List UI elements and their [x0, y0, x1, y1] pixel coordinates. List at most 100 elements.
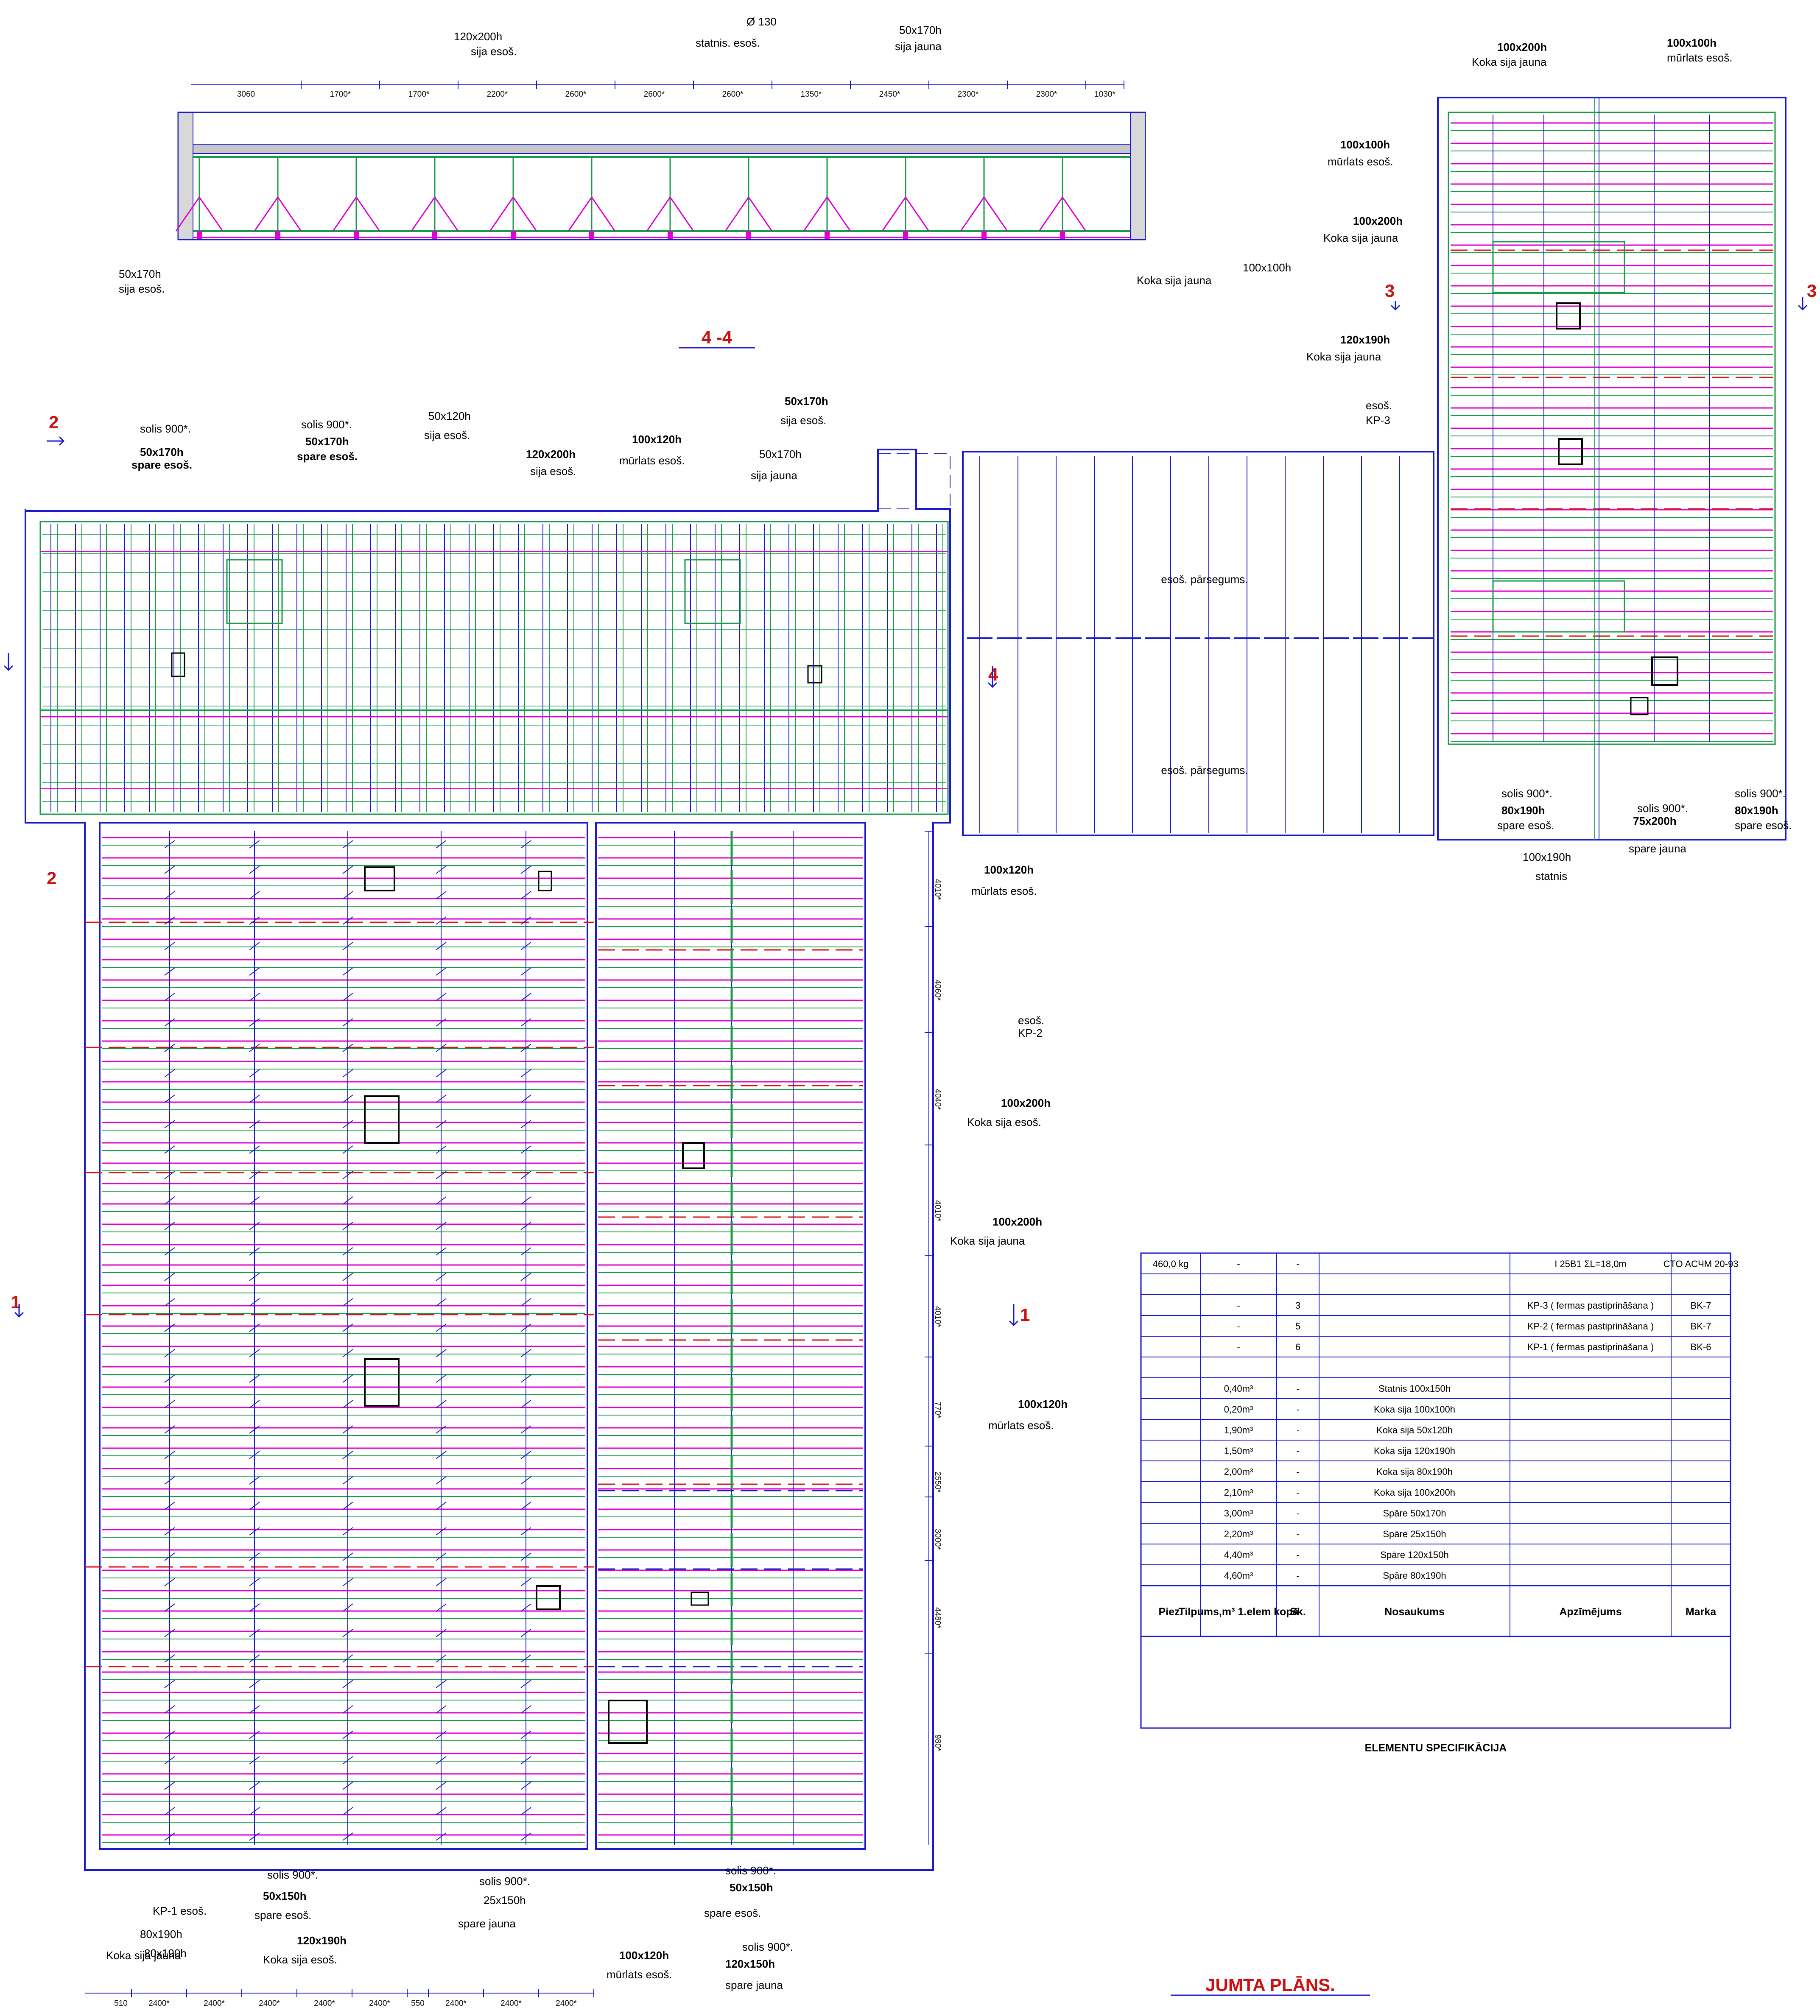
spec-cell: 460,0 kg [1153, 1259, 1188, 1269]
bl-tick [164, 840, 175, 849]
bottom-dim-label: 2400* [500, 1999, 522, 2008]
bt-label-4-text: 50x150h [730, 1881, 773, 1894]
section-marker-3-right: 3 [1807, 281, 1817, 301]
bl-tick [436, 1095, 447, 1103]
bl-tick [164, 1018, 175, 1027]
bl-tick [342, 967, 353, 976]
bt-label-8-sub: Koka sija jauna [106, 1949, 181, 1962]
bl-tick [164, 1298, 175, 1307]
section-title: 4 -4 [702, 327, 732, 347]
spec-cell: KP-3 ( fermas pastiprināšana ) [1527, 1300, 1654, 1311]
section-brace [669, 197, 694, 232]
bl-tick [520, 891, 531, 899]
bl-tick [436, 1120, 447, 1128]
section-brace [175, 197, 200, 232]
bt-label-2-text: 50x150h [263, 1890, 307, 1902]
bl-tick [342, 1705, 353, 1714]
bl-tick [436, 1603, 447, 1612]
rb-label-3-sub: mūrlats esoš. [1328, 155, 1393, 168]
spec-cell: BK-7 [1691, 1321, 1711, 1332]
skylight-n [1630, 697, 1649, 715]
dormer-2 [684, 559, 741, 624]
bl-tick [342, 1451, 353, 1459]
tl-label-5-text: 100x120h [632, 433, 682, 446]
vertical-dim-label: 2550* [933, 1472, 942, 1493]
bl-tick [520, 1044, 531, 1052]
bl-tick [520, 993, 531, 1001]
section-post-base [981, 231, 987, 239]
spec-cell: 1,90m³ [1224, 1425, 1253, 1435]
section-label-1-sub: Koka sija jauna [1137, 274, 1212, 287]
vertical-dim-label: 4010* [933, 1200, 942, 1221]
bl-tick [164, 993, 175, 1001]
bottom-dim-label: 550 [411, 1999, 425, 2008]
top-left-wing-frame [39, 521, 949, 815]
bl-tick [436, 1756, 447, 1765]
spec-cell: 0,20m³ [1224, 1404, 1253, 1415]
bl-tick [164, 1807, 175, 1815]
bl-tick [249, 1705, 260, 1714]
bl-tick [249, 942, 260, 950]
skylight-h [682, 1142, 705, 1169]
bl-tick [520, 840, 531, 849]
bl-tick [436, 1832, 447, 1841]
bt-label-3-sub: spare jauna [458, 1917, 516, 1930]
mr-label-4-text: 100x200h [992, 1215, 1042, 1228]
bl-tick [342, 1502, 353, 1510]
bl-tick [249, 1171, 260, 1179]
bl-tick [342, 1552, 353, 1561]
section-post-base [197, 231, 202, 239]
bl-tick [436, 1781, 447, 1790]
section-dim-label: 2600* [565, 90, 587, 99]
bl-tick [436, 1527, 447, 1536]
section-dim-label: 1700* [330, 90, 351, 99]
bl-tick [520, 1120, 531, 1128]
section-dim-label: 2300* [1036, 90, 1057, 99]
bl-tick [436, 1018, 447, 1027]
flat-roof-outline [962, 451, 1434, 836]
middle-right-labels: 100x120h mūrlats esoš. KP-2 esoš. 100x20… [950, 863, 1068, 1432]
bl-tick [164, 1654, 175, 1663]
bl-tick [342, 1196, 353, 1205]
mr-label-2-sub: esoš. [1018, 1014, 1044, 1027]
tl-label-5-sub: mūrlats esoš. [619, 454, 685, 467]
section-label-2-text: 50x170h [119, 268, 161, 280]
spec-cell: Statnis 100x150h [1378, 1383, 1451, 1394]
bl-tick [342, 1374, 353, 1383]
skylight-m [1651, 656, 1678, 686]
section-markers: 1 1 2 2 3 3 4 [3, 281, 1817, 1326]
bottom-dim-label: 2400* [148, 1999, 170, 2008]
bl-tick [520, 1629, 531, 1637]
tl-label-1-sub2: solis 900*. [140, 422, 191, 435]
bl-tick [342, 1654, 353, 1663]
top-left-grid [40, 524, 948, 812]
bl-tick [342, 1425, 353, 1434]
mr-label-2-text: KP-2 [1018, 1027, 1043, 1039]
bl-tick [249, 1781, 260, 1790]
section-label-4-sub: statnis. esoš. [696, 36, 760, 49]
bottom-dim-label: 510 [114, 1999, 128, 2008]
bl-tick [249, 1018, 260, 1027]
rb-label-8-text: 75x200h [1633, 815, 1677, 827]
bl-tick [436, 1349, 447, 1357]
spec-cell: - [1296, 1259, 1299, 1269]
spec-table-title: ELEMENTU SPECIFIKĀCIJA [1365, 1742, 1507, 1754]
rb-label-1-sub: mūrlats esoš. [1667, 51, 1733, 64]
rb-label-10-text: 100x190h [1523, 851, 1571, 863]
section-dim-label: 1700* [408, 90, 430, 99]
arrow-marker-3-left [1390, 301, 1401, 311]
spec-cell: Koka sija 100x100h [1374, 1404, 1455, 1415]
bt-label-4-sub2: solis 900*. [725, 1864, 776, 1877]
rb-label-9-text: 80x190h [1735, 804, 1778, 817]
arrow-marker-3-right [1798, 297, 1808, 311]
bl-tick [249, 993, 260, 1001]
bt-label-7-sub: Koka sija esoš. [263, 1953, 337, 1966]
spec-cell: Spāre 50x170h [1383, 1508, 1446, 1519]
bl-tick [342, 866, 353, 874]
bt-label-1-sub: KP-1 esoš. [153, 1904, 207, 1917]
tl-label-6-sub: sija jauna [751, 469, 797, 482]
right-wing [1448, 98, 1776, 840]
bottom-dim-label: 2400* [259, 1999, 280, 2008]
mr-label-5-sub: mūrlats esoš. [988, 1419, 1054, 1432]
bl-tick [520, 1756, 531, 1765]
